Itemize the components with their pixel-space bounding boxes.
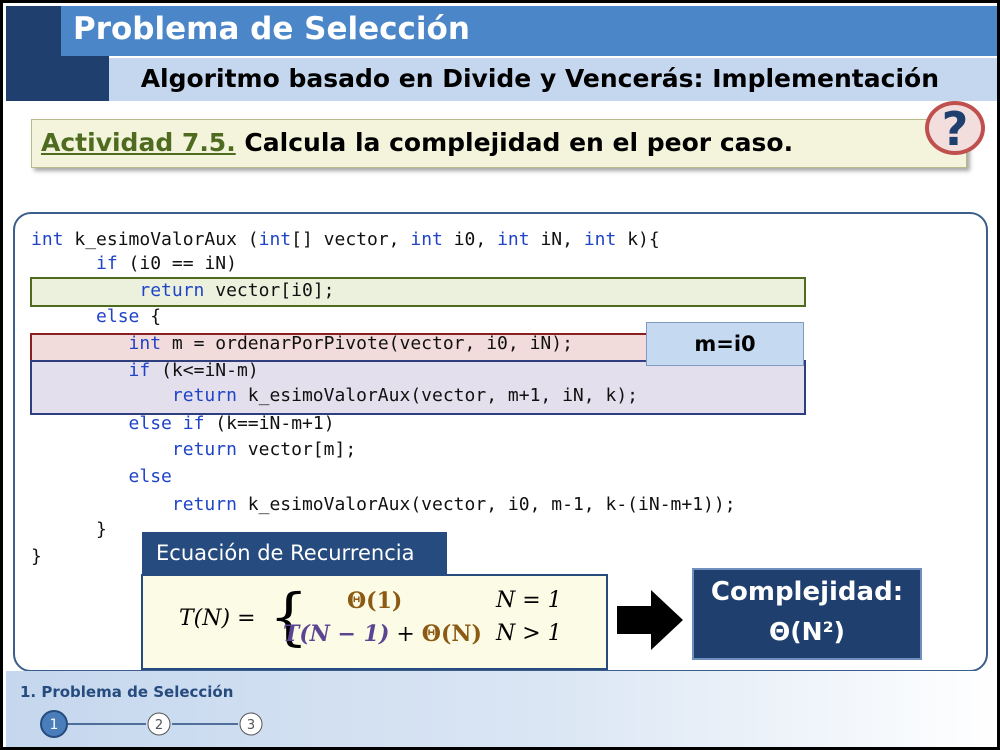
code-line: } xyxy=(31,519,107,540)
worst-case-branch-highlight xyxy=(30,360,806,415)
slide-title: Problema de Selección xyxy=(73,11,470,47)
annotation-box: m=i0 xyxy=(646,322,804,366)
footer: 1. Problema de Selección 1 2 3 xyxy=(6,671,997,747)
code-line: else xyxy=(128,466,172,487)
recurrence-lhs: T(N) = xyxy=(179,606,256,631)
slide-subtitle: Algoritmo basado en Divide y Vencerás: I… xyxy=(140,64,939,93)
code-line: else if (k==iN-m+1) xyxy=(128,413,335,434)
complexity-box: Complejidad: Θ(N²) xyxy=(692,568,922,660)
recurrence-tab: Ecuación de Recurrencia xyxy=(142,532,447,574)
header-subtitle-bar xyxy=(109,58,997,101)
code-line: return k_esimoValorAux(vector, i0, m-1, … xyxy=(171,494,736,515)
complexity-label: Complejidad: xyxy=(710,577,904,607)
question-mark: ? xyxy=(941,102,969,156)
brace-icon: { xyxy=(269,580,309,653)
code-line: int k_esimoValorAux (int[] vector, int i… xyxy=(31,229,660,250)
activity-text: Calcula la complejidad en el peor caso. xyxy=(244,128,794,157)
recurrence-theta: Θ(N) xyxy=(421,621,482,647)
annotation-text: m=i0 xyxy=(694,332,756,356)
step-1-label: 1 xyxy=(50,717,59,733)
code-line: else { xyxy=(96,306,162,327)
progress-steps: 1 2 3 xyxy=(40,710,263,738)
code-line: return k_esimoValorAux(vector, m+1, iN, … xyxy=(171,385,638,406)
code-line: if (k<=iN-m) xyxy=(128,360,259,381)
code-line: return vector[m]; xyxy=(171,439,357,460)
activity-box: Actividad 7.5. Calcula la complejidad en… xyxy=(31,119,967,168)
question-icon[interactable]: ? xyxy=(925,101,985,156)
complexity-value: Θ(N²) xyxy=(769,617,845,646)
step-3-label: 3 xyxy=(247,718,255,733)
recurrence-plus: + xyxy=(389,622,422,647)
code-line: return vector[i0]; xyxy=(139,280,335,301)
activity-label: Actividad 7.5. xyxy=(41,128,236,157)
recurrence-case1-value: Θ(1) xyxy=(347,588,403,614)
code-line: int m = ordenarPorPivote(vector, i0, iN)… xyxy=(128,333,573,354)
arrow-right-icon xyxy=(617,590,683,650)
recurrence-case1-condition: N = 1 xyxy=(496,588,562,613)
code-line: } xyxy=(31,546,42,567)
recurrence-case2-value: T(N − 1) + Θ(N) xyxy=(283,621,482,647)
step-3[interactable]: 3 xyxy=(239,712,263,736)
recurrence-label: Ecuación de Recurrencia xyxy=(156,541,415,565)
base-case-highlight xyxy=(30,277,806,307)
footer-section-title: 1. Problema de Selección xyxy=(20,683,234,701)
recurrence-term: T(N − 1) xyxy=(283,621,390,647)
code-line: if (i0 == iN) xyxy=(96,253,237,274)
recurrence-box: T(N) = { Θ(1) T(N − 1) + Θ(N) N = 1 N > … xyxy=(141,574,608,670)
step-2[interactable]: 2 xyxy=(147,712,171,736)
header-title-bar xyxy=(61,6,997,56)
step-2-label: 2 xyxy=(155,718,163,733)
step-1[interactable]: 1 xyxy=(40,710,68,738)
recurrence-case2-condition: N > 1 xyxy=(496,621,562,646)
